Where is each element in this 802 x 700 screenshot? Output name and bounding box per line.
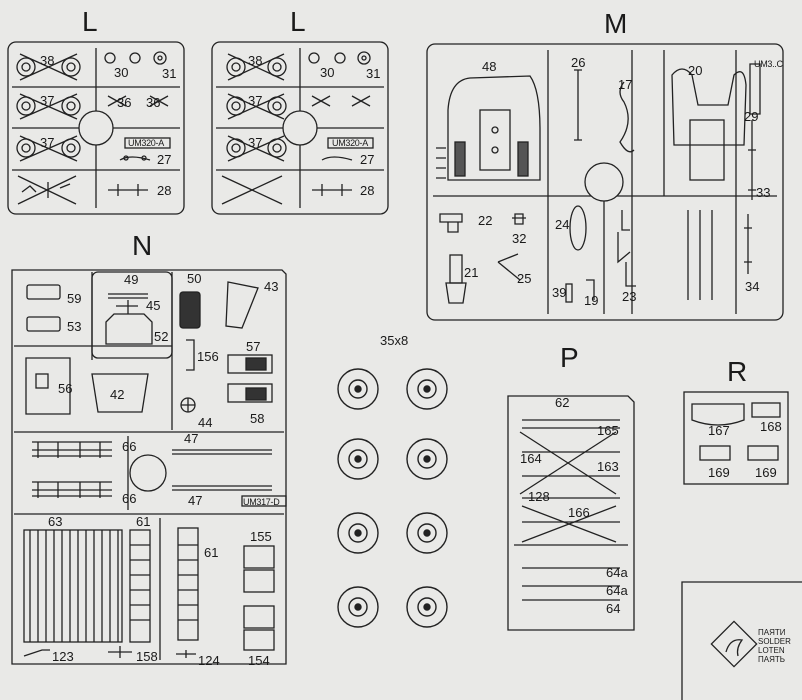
part-label: 166 — [568, 505, 590, 520]
part-label: 37 — [248, 135, 263, 150]
part-label: 28 — [360, 183, 375, 198]
part-label: 33 — [756, 185, 771, 200]
part-label: 154 — [248, 653, 270, 668]
part-label: 31 — [162, 66, 177, 81]
part-label: 42 — [110, 387, 125, 402]
part-label: 21 — [464, 265, 479, 280]
part-label: 36 — [146, 95, 161, 110]
legend-line: ПАЯТИ — [758, 628, 786, 637]
part-label: 45 — [146, 298, 161, 313]
part-label: 155 — [250, 529, 272, 544]
wheel-array-35 — [337, 368, 448, 628]
part-label: 50 — [187, 271, 202, 286]
part-label: 58 — [250, 411, 265, 426]
part-label: 23 — [622, 289, 637, 304]
part-label: 53 — [67, 319, 82, 334]
part-label: 31 — [366, 66, 381, 81]
part-label: 49 — [124, 272, 139, 287]
part-label: 63 — [48, 514, 63, 529]
part-label: 44 — [198, 415, 213, 430]
part-label: 48 — [482, 59, 497, 74]
part-label: 169 — [755, 465, 777, 480]
part-label: 47 — [188, 493, 203, 508]
part-label: 38 — [40, 53, 55, 68]
part-label: 167 — [708, 423, 730, 438]
sprue-code: UM3..C — [754, 59, 783, 69]
sprue-code: UM320-A — [128, 138, 164, 148]
part-label: 164 — [520, 451, 542, 466]
part-label: 30 — [114, 65, 129, 80]
sprue-p-frame — [507, 395, 635, 631]
legend-line: ПАЯТЬ — [758, 655, 785, 664]
sprue-l-frame-1 — [7, 41, 185, 215]
part-label: 19 — [584, 293, 599, 308]
part-label: 158 — [136, 649, 158, 664]
part-label: 29 — [744, 109, 759, 124]
part-label: 43 — [264, 279, 279, 294]
part-label: 169 — [708, 465, 730, 480]
legend-line: LOTEN — [758, 646, 785, 655]
part-label: 37 — [40, 135, 55, 150]
part-label: 32 — [512, 231, 527, 246]
part-label: 30 — [320, 65, 335, 80]
sprue-r-frame — [683, 391, 789, 485]
part-label: 56 — [58, 381, 73, 396]
wheel-hub-37-right — [226, 93, 287, 162]
part-label: 64a — [606, 565, 628, 580]
part-label: 163 — [597, 459, 619, 474]
part-label: 28 — [157, 183, 172, 198]
part-label: 66 — [122, 439, 137, 454]
sprue-letter-l-1: L — [82, 6, 98, 37]
part-label: 61 — [136, 514, 151, 529]
sprue-letter-m: M — [604, 8, 628, 39]
part-label: 128 — [528, 489, 550, 504]
sprue-code: UM317-D — [243, 497, 280, 507]
part-label: 61 — [204, 545, 219, 560]
legend-line: SOLDER — [758, 637, 791, 646]
part-label: 37 — [40, 93, 55, 108]
part-label: 66 — [122, 491, 137, 506]
part-48-frame-chassis — [436, 75, 541, 181]
part-label: 34 — [745, 279, 760, 294]
part-label: 25 — [517, 271, 532, 286]
sprue-letter-l-2: L — [290, 6, 306, 37]
legend-frame — [681, 581, 802, 700]
sprue-letter-p: P — [560, 342, 579, 373]
part-label: 52 — [154, 329, 169, 344]
part-label: 27 — [157, 152, 172, 167]
part-label: 39 — [552, 285, 567, 300]
sprue-letter-r: R — [727, 356, 748, 387]
part-label: 47 — [184, 431, 199, 446]
part-label: 27 — [360, 152, 375, 167]
solder-iron-icon — [710, 620, 758, 668]
part-label: 165 — [597, 423, 619, 438]
part-label: 38 — [248, 53, 263, 68]
part-label: 123 — [52, 649, 74, 664]
part-label: 20 — [688, 63, 703, 78]
wheel-hub-38-right — [226, 53, 287, 81]
solder-legend: ПАЯТИ SOLDER LOTEN ПАЯТЬ — [758, 628, 791, 664]
part-label: 37 — [248, 93, 263, 108]
part-label: 22 — [478, 213, 493, 228]
part-label: 59 — [67, 291, 82, 306]
part-label: 156 — [197, 349, 219, 364]
part-label: 17 — [618, 77, 633, 92]
part-label: 64 — [606, 601, 621, 616]
wheel-hub-37-left — [16, 93, 81, 162]
sprue-n-frame — [11, 269, 287, 665]
wheels-caption: 35x8 — [380, 333, 409, 348]
part-label: 36 — [117, 95, 132, 110]
part-label: 168 — [760, 419, 782, 434]
part-label: 62 — [555, 395, 570, 410]
part-label: 24 — [555, 217, 570, 232]
sprue-letter-n: N — [132, 230, 153, 261]
wheel-hub-38-left — [16, 53, 81, 81]
part-label: 64a — [606, 583, 628, 598]
part-label: 57 — [246, 339, 261, 354]
sprue-code: UM320-A — [332, 138, 368, 148]
part-label: 26 — [571, 55, 586, 70]
part-label: 124 — [198, 653, 220, 668]
